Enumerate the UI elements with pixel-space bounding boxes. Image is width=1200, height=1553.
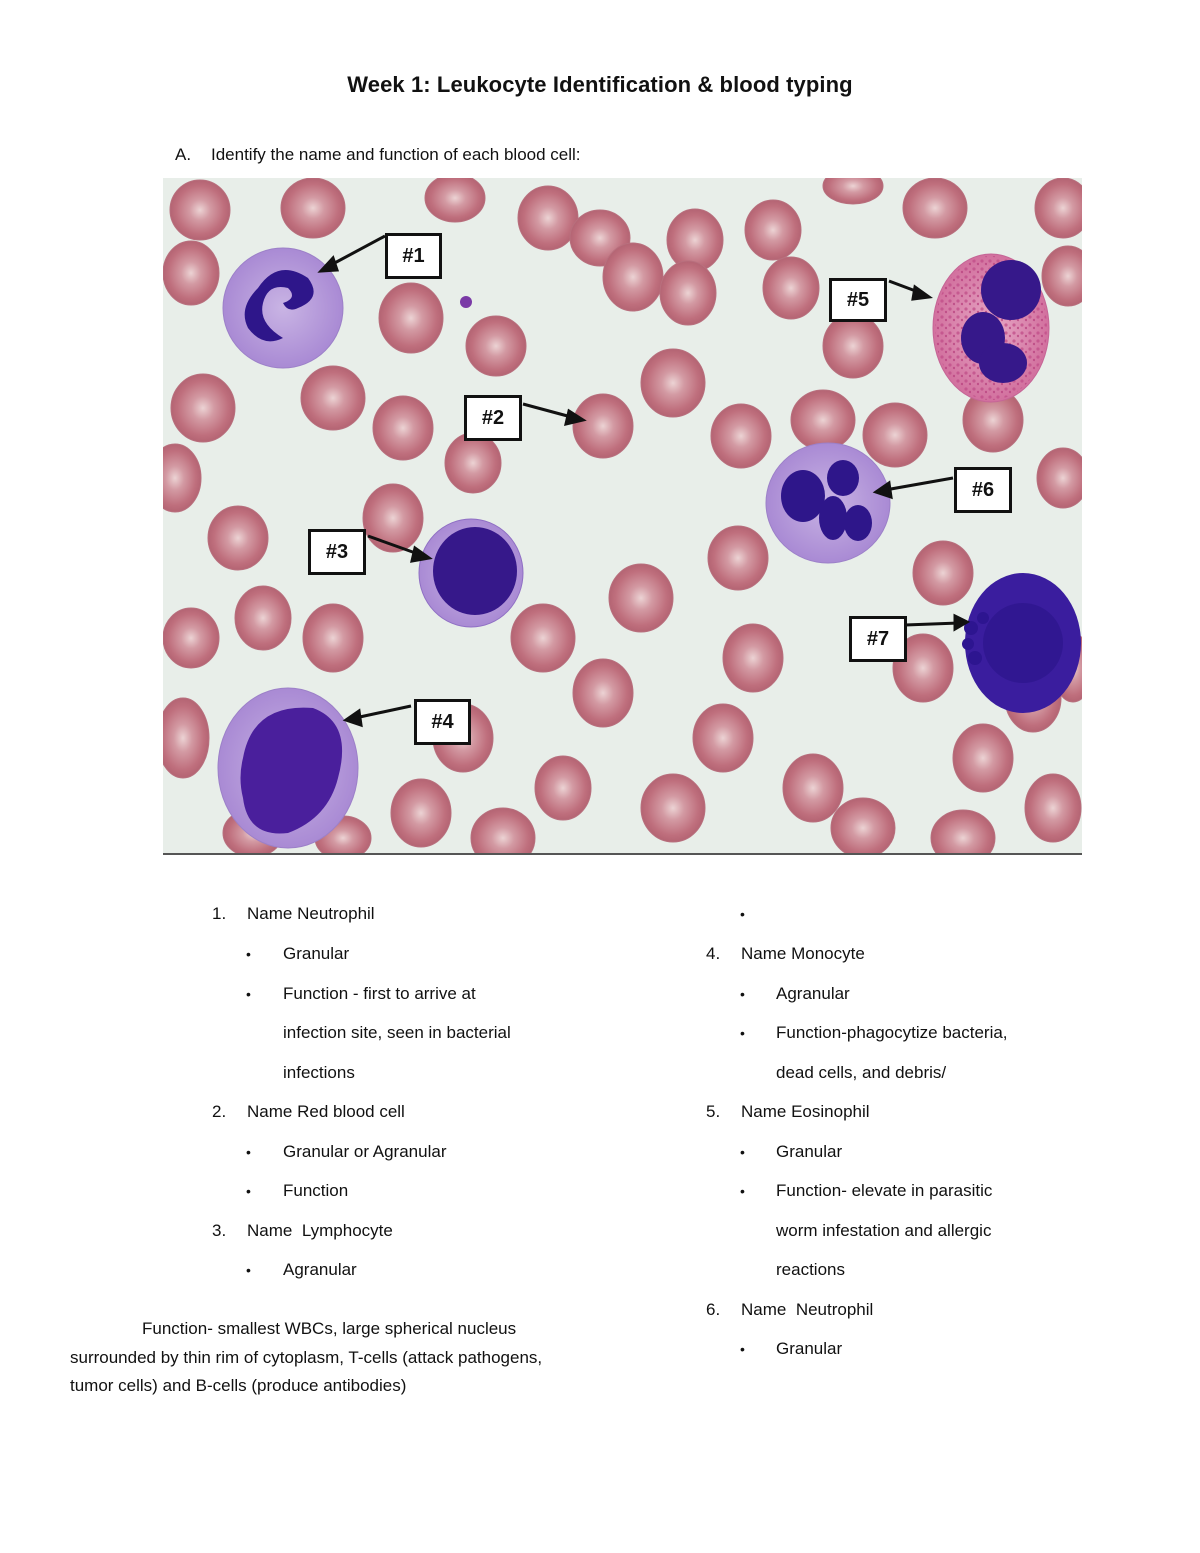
answer-1-granularity: Granular [283,944,350,963]
blood-smear-image: #1 #2 #3 #4 #5 #6 #7 [163,178,1082,855]
answer-5-number: 5. [706,1102,721,1121]
answer-1-function-cont: infections [283,1063,355,1082]
bullet-icon: • [740,1183,745,1199]
page-title: Week 1: Leukocyte Identification & blood… [347,72,853,97]
label-1: #1 [385,233,442,279]
answer-4-function: Function-phagocytize bacteria, [776,1023,1008,1042]
bullet-icon: • [246,1262,251,1278]
answer-5-name: Name Eosinophil [741,1102,870,1121]
bullet-icon: • [246,986,251,1002]
label-3: #3 [308,529,366,575]
answer-3-number: 3. [212,1221,227,1240]
bullet-icon: • [246,1183,251,1199]
answer-2-granularity: Granular or Agranular [283,1142,447,1161]
cell-6-neutrophil [765,442,891,564]
instruction-text: Identify the name and function of each b… [211,145,581,164]
answer-6-number: 6. [706,1300,721,1319]
label-7: #7 [849,616,907,662]
answer-1-function: Function - first to arrive at [283,984,476,1003]
answer-5-function-cont: worm infestation and allergic [776,1221,992,1240]
cell-3-lymphocyte [418,518,524,628]
red-blood-cells [163,178,1082,853]
answer-6-granularity: Granular [776,1339,843,1358]
answer-1-name: Name Neutrophil [247,904,375,923]
empty-bullet-icon: • [740,906,745,922]
label-6: #6 [954,467,1012,513]
cell-5-eosinophil [932,253,1050,403]
answer-1-name-value: Neutrophil [297,904,375,923]
bullet-icon: • [740,986,745,1002]
answer-6-name-value: Neutrophil [795,1300,874,1319]
answer-2-name-value: Red blood cell [297,1102,405,1121]
pointer-arrows [317,234,971,728]
answer-1-function-cont: infection site, seen in bacterial [283,1023,511,1042]
answer-2-name: Name Red blood cell [247,1102,405,1121]
answer-4-name-value: Monocyte [791,944,865,963]
blood-smear-illustration [163,178,1082,853]
section-marker: A. [175,145,192,164]
label-2: #2 [464,395,522,441]
answer-5-function-cont: reactions [776,1260,845,1279]
platelet [460,296,472,308]
lymphocyte-function-paragraph: Function- smallest WBCs, large spherical… [70,1319,543,1395]
cell-1-neutrophil [222,247,344,369]
bullet-icon: • [740,1341,745,1357]
answer-6-name: Name Neutrophil [741,1300,874,1319]
label-4: #4 [414,699,471,745]
bullet-icon: • [246,946,251,962]
answer-4-granularity: Agranular [776,984,850,1003]
answer-3-name-value: Lymphocyte [301,1221,393,1240]
bullet-icon: • [740,1025,745,1041]
answer-3-granularity: Agranular [283,1260,357,1279]
answer-4-name: Name Monocyte [741,944,865,963]
answer-2-function: Function [283,1181,349,1200]
label-5: #5 [829,278,887,322]
answer-5-granularity: Granular [776,1142,843,1161]
cell-7-basophil [962,573,1081,713]
answer-2-number: 2. [212,1102,227,1121]
answer-1-number: 1. [212,904,227,923]
bullet-icon: • [740,1144,745,1160]
cell-4-monocyte [217,687,359,849]
answer-5-function: Function- elevate in parasitic [776,1181,993,1200]
answer-4-function-cont: dead cells, and debris/ [776,1063,947,1082]
instruction-line: A. Identify the name and function of each… [175,145,581,165]
answer-3-name: Name Lymphocyte [247,1221,393,1240]
bullet-icon: • [246,1144,251,1160]
answer-4-number: 4. [706,944,721,963]
answer-5-name-value: Eosinophil [791,1102,870,1121]
